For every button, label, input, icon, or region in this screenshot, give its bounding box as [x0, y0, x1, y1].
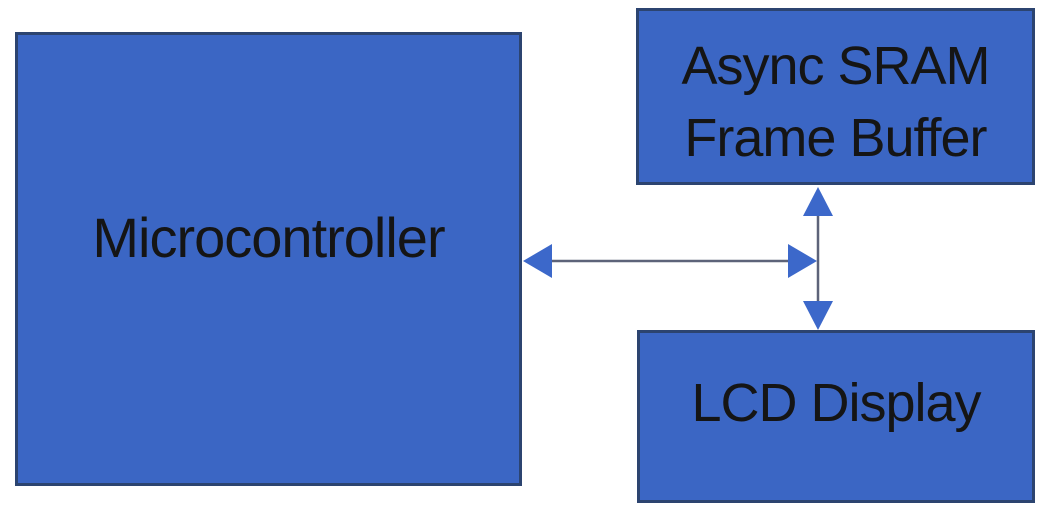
left-arrowhead-icon: [523, 244, 552, 278]
node-microcontroller: Microcontroller: [15, 32, 522, 486]
node-async-sram-frame-buffer: Async SRAM Frame Buffer: [636, 8, 1035, 185]
lcd-display-label: LCD Display: [691, 372, 981, 433]
sram-label-line-1: Async SRAM: [681, 35, 990, 96]
up-arrowhead-icon: [803, 187, 833, 216]
down-arrowhead-icon: [803, 301, 833, 330]
sram-label-line-2: Frame Buffer: [684, 107, 987, 168]
right-arrowhead-icon: [788, 244, 817, 278]
node-lcd-display: LCD Display: [637, 330, 1035, 503]
microcontroller-label: Microcontroller: [92, 205, 445, 269]
sram-label: Async SRAM Frame Buffer: [681, 31, 990, 175]
